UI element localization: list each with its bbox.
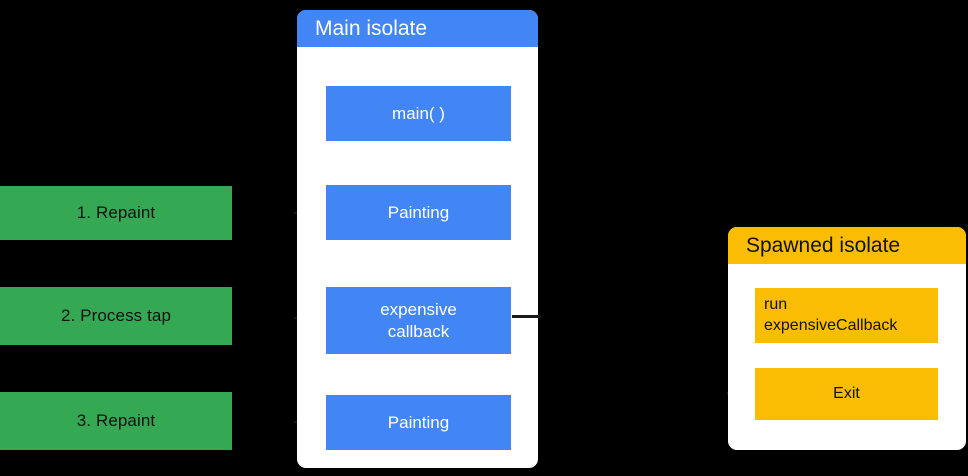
spawned-isolate-title: Spawned isolate [746, 233, 901, 257]
node-main-function: main( ) [326, 86, 511, 141]
node-label: main( ) [392, 103, 445, 123]
node-label: Painting [387, 412, 450, 432]
step-label-text: 2. Process tap [60, 306, 172, 325]
node-painting-first: Painting [326, 185, 511, 240]
spawned-isolate-header: Spawned isolate [728, 227, 966, 264]
step-label-text: 1. Repaint [76, 203, 156, 222]
connector-expensive-callback-out [512, 315, 541, 318]
node-exit: Exit [755, 368, 938, 420]
node-painting-second: Painting [326, 395, 511, 450]
step-label-repaint-3: 3. Repaint [0, 392, 232, 450]
node-label: Painting [387, 202, 450, 222]
node-label: Exit [833, 384, 860, 402]
step-label-process-tap: 2. Process tap [0, 287, 232, 345]
main-isolate-header: Main isolate [297, 10, 538, 47]
step-label-repaint-1: 1. Repaint [0, 186, 232, 240]
step-label-text: 3. Repaint [76, 411, 156, 430]
main-isolate-title: Main isolate [315, 16, 428, 40]
